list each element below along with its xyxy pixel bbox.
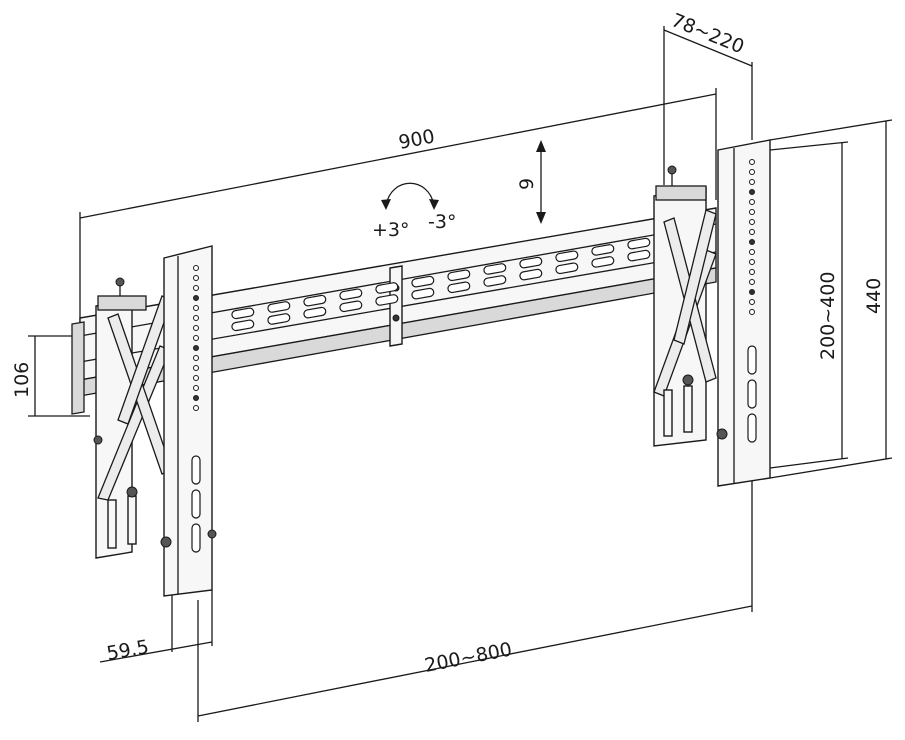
rail-slot [627,237,651,250]
arm-hole [193,325,199,331]
rail-slot [267,313,291,325]
rail-slot [519,268,543,281]
rail-slot [447,269,471,282]
rail-slot [519,256,543,269]
rail-height-label: 106 [11,362,33,398]
arm-hole [193,385,199,391]
vesa-vertical-label: 200~400 [817,272,839,360]
arm-hole [749,179,755,185]
arm-hole [749,269,755,275]
arm-hole [193,335,199,341]
tilt-minus-label: -3° [428,211,456,233]
rail-slot [447,281,471,294]
arm-slot [747,379,757,409]
arm-hole [193,355,199,361]
rail-slot [591,244,615,256]
rail-slot [375,294,399,306]
dimension-lines [28,26,893,722]
arm-hole [193,305,199,311]
arm-hole [193,395,199,401]
arm-hole [749,229,755,235]
left-vertical-arm [160,245,217,597]
arm-slot [191,523,201,553]
arm-spacing-label: 200~800 [423,638,514,676]
arm-height-label: 440 [863,278,885,314]
rail-slot [375,282,399,294]
arm-hole [749,249,755,255]
rail-slot [411,287,435,300]
rail-slot [339,300,363,313]
rail-slot [303,294,327,307]
arm-hole [749,289,755,295]
arm-hole [193,295,199,301]
rail-slot [267,301,291,313]
arm-hole [749,189,755,195]
depth-range-label: 78~220 [668,9,747,58]
arm-hole [193,405,199,411]
arm-hole [193,315,199,321]
arm-hole [193,285,199,291]
rail-slot [555,250,579,263]
arm-hole [193,265,199,271]
arm-hole [193,365,199,371]
arm-slot [191,455,201,485]
rail-slot [627,249,651,262]
rail-slot [483,275,507,287]
arm-hole [749,219,755,225]
rail-slot [303,306,327,319]
rail-slot [555,262,579,275]
rail-slot [411,275,435,288]
arm-hole [749,279,755,285]
arm-hole [749,259,755,265]
right-bracket-assembly [653,165,717,447]
rail-slot [339,288,363,301]
arm-hole [749,199,755,205]
arm-slot [191,489,201,519]
left-bracket-assembly [71,277,173,559]
tilt-plus-label: +3° [372,219,410,241]
arm-hole [749,209,755,215]
right-vertical-arm [716,139,771,487]
arm-hole [749,159,755,165]
rail-slot [483,263,507,275]
arm-hole [749,299,755,305]
arm-hole [193,345,199,351]
arm-hole [749,239,755,245]
arm-width-label: 59.5 [105,636,150,665]
rail-slot [231,307,255,320]
arm-hole [749,309,755,315]
arm-hole [193,375,199,381]
rail-slot [591,256,615,268]
vertical-adjust-label: 9 [516,178,538,190]
arm-hole [193,275,199,281]
rail-slot [231,319,255,332]
arm-slot [747,345,757,375]
arm-hole [749,169,755,175]
arm-slot [747,413,757,443]
